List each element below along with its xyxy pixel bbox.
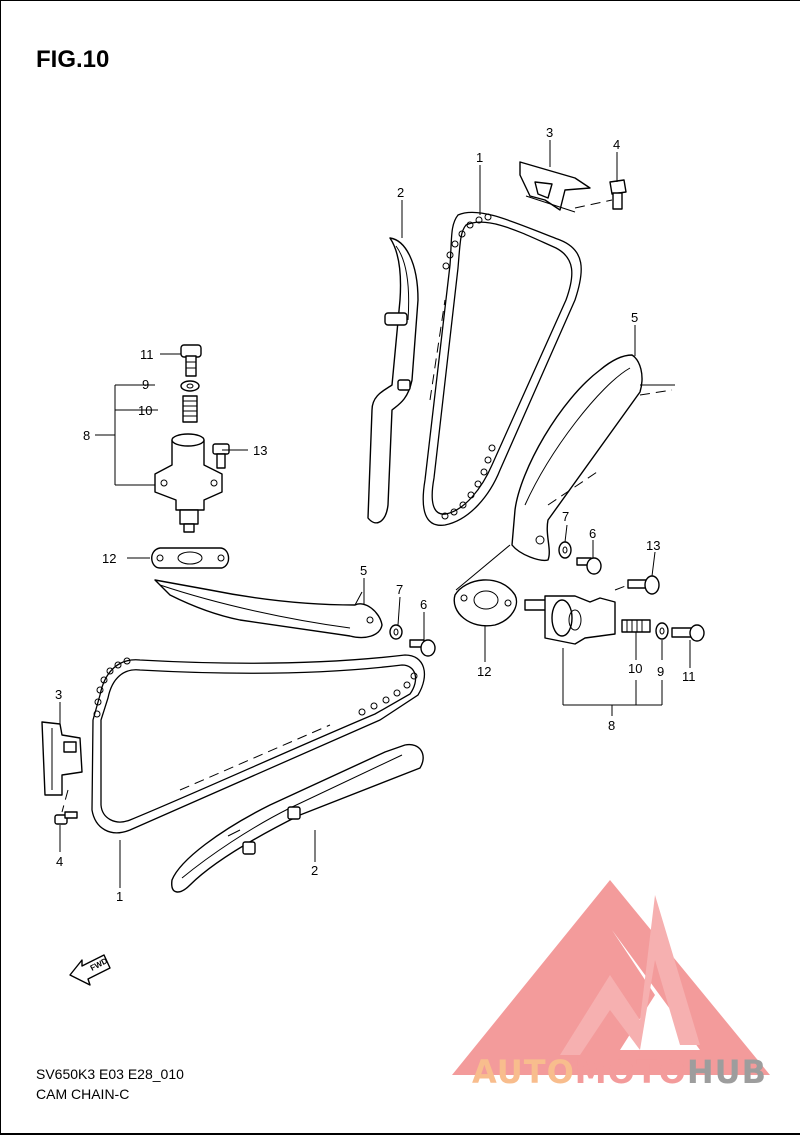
frame-bottom-edge xyxy=(0,1133,800,1135)
top-tensioner-washer xyxy=(558,541,572,559)
callout-left-adjuster-assembly: 8 xyxy=(83,428,90,443)
callout-bottom-bolt: 4 xyxy=(56,854,63,869)
mid-tensioner-arm xyxy=(154,579,383,639)
callout-left-gasket: 12 xyxy=(102,551,116,566)
mid-bolt xyxy=(409,639,436,657)
callout-leaders xyxy=(59,140,691,888)
top-bolt xyxy=(574,179,627,210)
mid-washer xyxy=(389,624,403,640)
top-chain-links-upper xyxy=(442,213,492,270)
top-chain-guide xyxy=(367,237,419,524)
callout-top-holder: 3 xyxy=(546,125,553,140)
watermark-text-auto: AUTO xyxy=(472,1053,575,1091)
callout-mid-washer: 7 xyxy=(396,582,403,597)
callout-top-chain: 1 xyxy=(476,150,483,165)
bottom-chain-guide xyxy=(171,743,424,893)
bottom-chain-holder xyxy=(41,721,83,796)
right-bolt xyxy=(671,624,705,642)
bottom-cam-chain xyxy=(91,654,426,834)
callout-left-adjuster-washer: 9 xyxy=(142,377,149,392)
callout-right-spring: 10 xyxy=(628,661,642,676)
left-adjuster-body xyxy=(154,433,223,533)
watermark-logo: AUTOMOTOHUB xyxy=(452,880,770,1091)
top-chain-links-lower xyxy=(441,444,496,520)
callout-right-gasket: 12 xyxy=(477,664,491,679)
left-gasket xyxy=(151,547,230,569)
right-washer xyxy=(655,622,669,640)
callout-bottom-chain: 1 xyxy=(116,889,123,904)
top-tensioner-bolt xyxy=(576,557,602,575)
watermark-text-hub: HUB xyxy=(687,1053,767,1091)
callout-top-guide: 2 xyxy=(397,185,404,200)
callout-left-adjuster-bolt: 11 xyxy=(140,347,154,362)
callout-right-screw: 13 xyxy=(646,538,660,553)
bottom-chain-links-right xyxy=(358,672,418,716)
left-adjuster-washer xyxy=(180,380,200,392)
callout-right-bolt: 11 xyxy=(682,669,696,684)
callout-right-adjuster-assembly: 8 xyxy=(608,718,615,733)
figure-title: FIG.10 xyxy=(36,46,110,73)
top-tensioner-arm xyxy=(511,354,675,562)
right-adjuster-bracket xyxy=(562,648,663,716)
callout-right-washer: 9 xyxy=(657,664,664,679)
frame-top-edge xyxy=(0,0,800,1)
watermark-text-moto: MOTO xyxy=(575,1053,687,1091)
callout-mid-bolt: 6 xyxy=(420,597,427,612)
callout-mid-tensioner: 5 xyxy=(360,563,367,578)
right-gasket xyxy=(453,544,518,627)
bottom-bolt xyxy=(54,789,78,825)
watermark-m-icon xyxy=(560,895,700,1055)
frame-left-edge xyxy=(0,0,1,1135)
top-cam-chain xyxy=(422,211,582,526)
figure-name: CAM CHAIN-C xyxy=(36,1086,130,1102)
left-adjuster-spring xyxy=(182,395,198,423)
left-adjuster-screw xyxy=(212,443,230,469)
callout-bottom-holder: 3 xyxy=(55,687,62,702)
callout-top-bolt: 4 xyxy=(613,137,620,152)
top-chain-holder xyxy=(519,161,591,213)
left-adjuster-bracket xyxy=(95,384,158,486)
watermark-text: AUTOMOTOHUB xyxy=(472,1053,767,1091)
right-screw xyxy=(614,575,660,595)
callout-top-tensioner-bolt: 6 xyxy=(589,526,596,541)
callout-bottom-guide: 2 xyxy=(311,863,318,878)
callout-left-adjuster-spring: 10 xyxy=(138,403,152,418)
callout-top-tensioner: 5 xyxy=(631,310,638,325)
right-adjuster-body xyxy=(524,595,616,645)
right-spring xyxy=(621,619,651,633)
fwd-arrow: FWD xyxy=(69,954,111,986)
bottom-chain-links-left xyxy=(93,657,131,718)
callout-left-adjuster-screw: 13 xyxy=(253,443,267,458)
model-code: SV650K3 E03 E28_010 xyxy=(36,1066,184,1082)
callout-top-tensioner-washer: 7 xyxy=(562,509,569,524)
left-adjuster-bolt xyxy=(180,344,202,377)
